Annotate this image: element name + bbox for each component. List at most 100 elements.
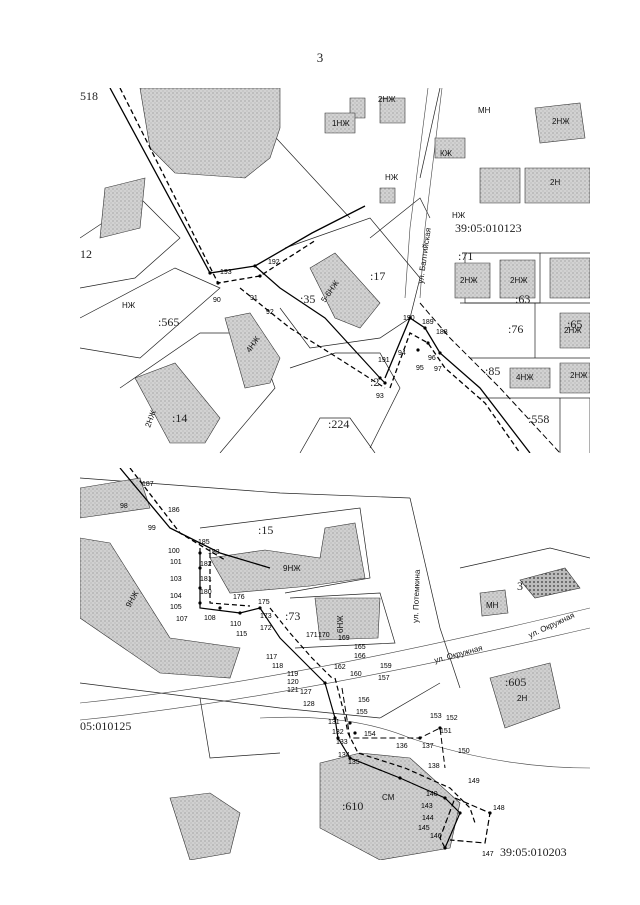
point-label: 153 [430,713,442,720]
point-label: 181 [200,576,212,583]
parcel-label: :15 [258,523,273,537]
building-label: НЖ [122,301,136,310]
building-label: МН [478,106,491,115]
building-label: НЖ [452,211,466,220]
top-map-panel: 518 :17 :35 :565 :14 :2 :224 :71 :63 :76… [80,88,590,453]
point-label: 138 [428,763,440,770]
point-label: 136 [396,743,408,750]
buildings-top [99,88,590,444]
point-label: 148 [493,805,505,812]
building-label: 2НЖ [378,95,396,104]
point-label: 187 [142,481,154,488]
point-label: 101 [170,559,182,566]
point-label: 155 [356,709,368,716]
buildings-bottom [80,477,581,860]
point-label: 171 [306,632,318,639]
parcel-label: :17 [370,269,385,283]
point-label: 132 [332,729,344,736]
point-label: 191 [378,357,390,364]
street-label: ул. Балтийская [416,227,433,284]
point-label: 143 [421,803,433,810]
parcel-label: :558 [528,412,549,426]
point-label: 137 [422,743,434,750]
point-label: 105 [170,604,182,611]
point-label: 150 [458,748,470,755]
parcel-label: :2 [370,375,379,389]
parcel-label: :35 [300,292,315,306]
point-label: 96 [428,355,436,362]
point-label: 118 [272,663,283,670]
point-label: 128 [303,701,315,708]
point-label: 170 [318,632,330,639]
point-label: 144 [422,815,434,822]
point-label: 93 [376,393,384,400]
point-label: 152 [446,715,458,722]
building-label: 2НЖ [564,326,582,335]
point-label: 131 [328,719,340,726]
parcel-label: :14 [172,411,187,425]
bottom-map-panel: 05:010125 39:05:010203 ул. Окружная ул. … [80,468,590,860]
street-label: ул. Окружная [433,643,483,665]
point-label: 186 [168,507,180,514]
point-label: 107 [176,616,188,623]
point-label: 146 [430,833,442,840]
point-label: 189 [422,319,434,326]
point-label: 190 [403,315,415,322]
building-label: 2Н [550,178,560,187]
point-label: 149 [468,778,480,785]
parcel-boundaries [80,88,590,453]
parcel-label: :73 [285,609,300,623]
point-label: 147 [482,851,494,858]
building-label: 2НЖ [460,276,478,285]
point-label: 120 [287,679,299,686]
building-label: СМ [382,793,395,802]
point-label: 103 [170,576,182,583]
point-label: 193 [220,269,232,276]
point-label: 108 [204,615,216,622]
point-label: 145 [418,825,430,832]
point-label: 185 [198,539,210,546]
point-label: 115 [236,631,247,638]
point-label: 173 [260,613,272,620]
point-label: 182 [200,561,212,568]
building-label: 2НЖ [143,408,158,428]
building-label: 9НЖ [283,564,301,573]
cadastral-block-label: 05:010125 [80,719,131,733]
parcel-label: :85 [485,364,500,378]
point-label: 94 [398,350,406,357]
point-label: 110 [230,621,241,628]
point-label: 90 [213,297,221,304]
parcel-label: :63 [515,292,530,306]
point-label: 134 [338,752,350,759]
building-label: 6НЖ [336,615,345,633]
top-map-svg: 518 :17 :35 :565 :14 :2 :224 :71 :63 :76… [80,88,590,453]
building-label: 2НЖ [570,371,588,380]
point-label: 192 [268,259,280,266]
point-label: 183 [208,549,220,556]
point-label: 99 [148,525,156,532]
point-label: 166 [354,653,366,660]
parcel-label: :76 [508,322,523,336]
parcel-label: :65 [567,317,582,331]
point-label: 151 [440,728,452,735]
street-label: ул. Потемкина [411,569,422,623]
parcel-label: 3 [517,579,523,593]
building-label: НЖ [385,173,399,182]
building-label: 2Н [517,694,527,703]
baltiyskaya-street-edges [404,88,443,299]
point-label: 169 [338,635,350,642]
point-label: 119 [287,671,298,678]
point-label: 172 [260,625,272,632]
point-label: 160 [350,671,362,678]
building-label: 2НЖ [510,276,528,285]
parcel-label: 12 [80,247,92,261]
point-label: 188 [436,329,448,336]
point-label: 180 [200,589,212,596]
building-label: 4НЖ [516,373,534,382]
bottom-map-labels: 05:010125 39:05:010203 ул. Окружная ул. … [80,481,576,859]
cadastral-block-label: 39:05:010123 [455,221,522,235]
point-label: 156 [358,697,370,704]
parcel-label: :224 [328,417,349,431]
point-label: 157 [378,675,390,682]
point-label: 97 [434,366,442,373]
